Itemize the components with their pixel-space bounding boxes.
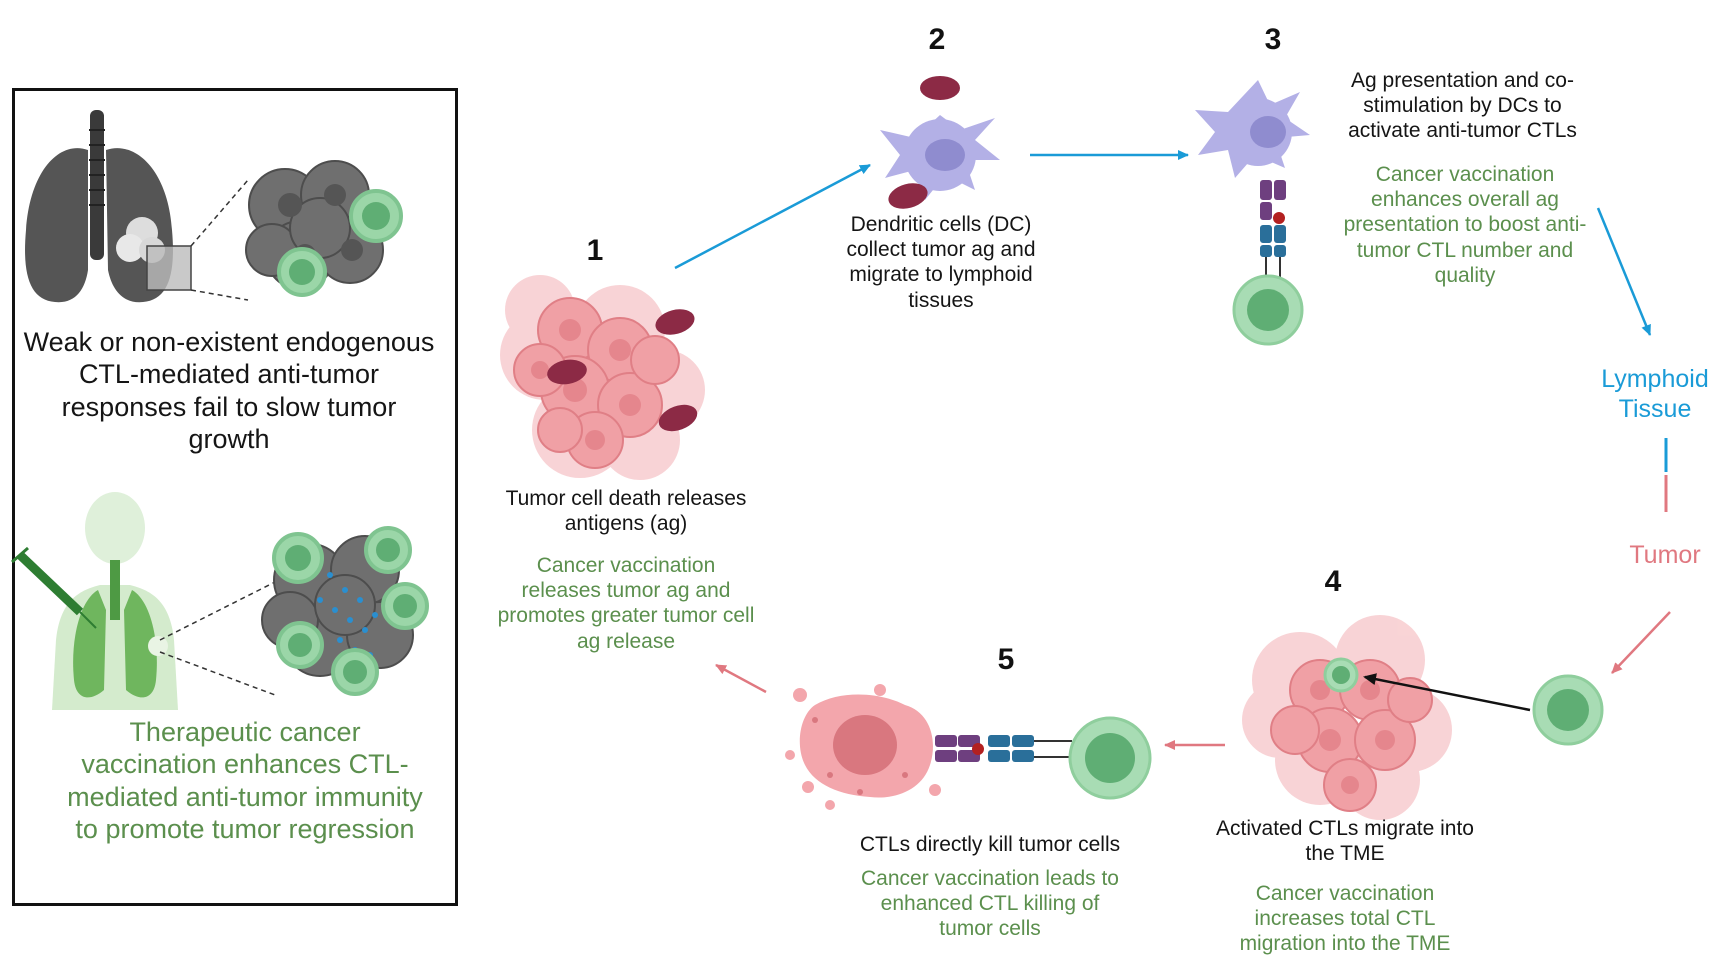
- step-number-3: 3: [1264, 23, 1282, 56]
- step-number-4: 4: [1324, 565, 1342, 598]
- arrow-tumor-to-ctl: [1611, 611, 1671, 674]
- ctl-cell-icon: [1532, 674, 1604, 746]
- step-1-description: Tumor cell death releases antigens (ag): [505, 487, 747, 536]
- lymphoid-tissue-label: Lymphoid Tissue: [1601, 365, 1709, 423]
- endogenous-caption: Weak or non-existent endogenous CTL-medi…: [23, 327, 435, 455]
- arrow-3-to-lymphoid: [1596, 207, 1652, 336]
- syringe-icon: [11, 546, 97, 629]
- step-5-description: CTLs directly kill tumor cells: [859, 833, 1121, 856]
- gray-tumor-icon: [245, 160, 403, 297]
- step-number-5: 5: [997, 643, 1015, 676]
- lungs-icon: [25, 110, 249, 303]
- infiltrated-tumor-icon: [1242, 615, 1452, 820]
- step-3-description: Ag presentation and co-stimulation by DC…: [1348, 69, 1577, 143]
- step-number-2: 2: [928, 23, 946, 56]
- human-body-icon: [52, 492, 276, 710]
- summary-panel: [12, 88, 458, 906]
- step-4-description: Activated CTLs migrate into the TME: [1216, 817, 1474, 866]
- arrow-ctl-into-tme: [1363, 673, 1531, 712]
- tumor-label: Tumor: [1629, 541, 1701, 569]
- step-4-vaccination-effect: Cancer vaccination increases total CTL m…: [1239, 882, 1451, 956]
- step-number-1: 1: [586, 234, 604, 267]
- vaccinated-tumor-icon: [261, 526, 429, 696]
- antigen-presentation-icon: [1195, 80, 1310, 346]
- tumor-cluster-icon: [500, 275, 705, 480]
- step-1-vaccination-effect: Cancer vaccination releases tumor ag and…: [497, 554, 755, 653]
- arrow-5-to-1: [715, 663, 767, 694]
- arrow-1-to-2: [674, 163, 871, 270]
- step-3-vaccination-effect: Cancer vaccination enhances overall ag p…: [1343, 163, 1587, 287]
- step-2-description: Dendritic cells (DC) collect tumor ag an…: [846, 213, 1036, 312]
- dendritic-cell-icon: [880, 76, 1000, 209]
- vaccination-caption: Therapeutic cancer vaccination enhances …: [67, 717, 423, 845]
- ctl-killing-icon: [785, 684, 1152, 810]
- step-5-vaccination-effect: Cancer vaccination leads to enhanced CTL…: [861, 867, 1119, 941]
